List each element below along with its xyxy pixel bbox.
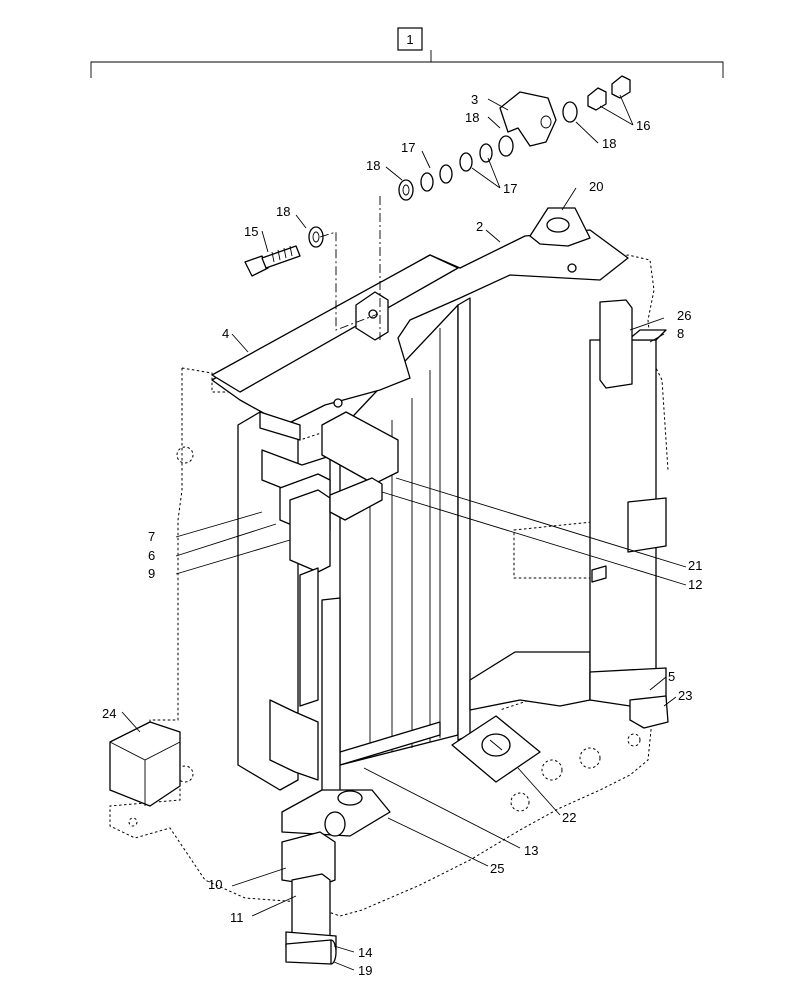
callout-9: 9 <box>148 566 155 581</box>
seal-19 <box>285 939 332 965</box>
assembly-label: 1 <box>406 32 413 47</box>
seal-right-mid <box>627 497 667 553</box>
callout-3: 3 <box>471 92 478 107</box>
clip-3 <box>499 91 557 147</box>
seal-21 <box>321 411 399 485</box>
callout-10: 10 <box>208 877 222 892</box>
callout-11: 11 <box>230 910 244 925</box>
latch-22-slot <box>489 739 503 751</box>
callout-25: 25 <box>490 861 504 876</box>
right-seal-stack <box>589 299 669 729</box>
top-bar-2 <box>211 207 629 426</box>
latch-25-cap <box>337 790 363 806</box>
radiator-fins <box>369 328 441 758</box>
callout-14: 14 <box>358 945 372 960</box>
callout-16: 16 <box>636 118 650 133</box>
washer-18-c <box>498 135 514 157</box>
callout-8: 8 <box>677 326 684 341</box>
washer-17-c <box>459 152 473 172</box>
callout-24: 24 <box>102 706 116 721</box>
callout-18-c: 18 <box>366 158 380 173</box>
seal-23 <box>629 695 669 729</box>
leader-lines <box>121 94 687 971</box>
top-bar-hole-2 <box>333 398 343 408</box>
top-bar-hole-1 <box>567 263 577 273</box>
latch-22 <box>451 715 541 783</box>
callout-18-a: 18 <box>465 110 479 125</box>
block-24-edges <box>109 741 181 806</box>
callout-5: 5 <box>668 669 675 684</box>
callout-17-b: 17 <box>503 181 517 196</box>
bracket-4-hole <box>368 309 378 319</box>
washer-18-b <box>398 179 414 201</box>
callout-6: 6 <box>148 548 155 563</box>
callout-4: 4 <box>222 326 229 341</box>
lower-shroud <box>469 651 591 711</box>
washer-18-d <box>562 101 578 123</box>
nut-16-b <box>611 75 631 99</box>
bracket-4-top <box>211 254 459 393</box>
nut-16-a <box>587 87 607 111</box>
seal-right-8-top <box>627 329 667 341</box>
callout-18-b: 18 <box>602 136 616 151</box>
callout-23: 23 <box>678 688 692 703</box>
bolt-15-thread <box>271 245 293 263</box>
callout-labels: 3 18 16 18 17 18 17 20 18 2 15 26 4 8 7 … <box>102 92 702 978</box>
assembly-label-box <box>397 27 423 51</box>
chassis-hole-4 <box>627 733 641 747</box>
washer-18-a-hole <box>312 231 320 243</box>
chassis-hole-2 <box>541 759 563 781</box>
seal-left-bottom <box>269 699 319 781</box>
callout-7: 7 <box>148 529 155 544</box>
callout-18-d: 18 <box>276 204 290 219</box>
assembly-bracket: 1 <box>90 27 724 78</box>
callout-12: 12 <box>688 577 702 592</box>
chassis-bolt-top <box>176 446 194 464</box>
callout-22: 22 <box>562 810 576 825</box>
seal-left-7-top <box>259 411 301 441</box>
chassis-hole-3 <box>579 747 601 769</box>
callout-20: 20 <box>589 179 603 194</box>
seal-11 <box>291 873 331 941</box>
callout-17-a: 17 <box>401 140 415 155</box>
latch-25-roller <box>324 811 346 837</box>
callout-15: 15 <box>244 224 258 239</box>
callout-21: 21 <box>688 558 702 573</box>
axis-left <box>319 231 379 331</box>
top-bar-body <box>211 229 629 426</box>
seal-26 <box>599 299 633 389</box>
washer-17-d <box>479 143 493 163</box>
washer-18-a <box>308 226 324 248</box>
seal-9-inner <box>289 489 331 573</box>
chassis-hole-1 <box>510 792 530 812</box>
assembly-brace <box>90 50 724 78</box>
seal-10 <box>281 831 336 887</box>
bottom-seal-stack <box>281 831 337 965</box>
washer-18-b-hole <box>402 184 410 196</box>
seal-12 <box>329 477 383 521</box>
seal-left-strip <box>299 567 319 707</box>
callout-26: 26 <box>677 308 691 323</box>
chassis-bolt-bottom <box>176 765 194 783</box>
radiator-core <box>339 297 471 766</box>
bolt-15-head <box>244 255 269 277</box>
strip-13 <box>321 597 341 811</box>
chassis-hole-5 <box>128 817 138 827</box>
fasteners <box>244 75 631 340</box>
callout-19: 19 <box>358 963 372 978</box>
seal-right-notch <box>591 565 607 583</box>
bolt-15-shank <box>261 245 301 269</box>
clip-3-hole <box>540 115 552 129</box>
left-seal-stack <box>237 411 331 791</box>
washer-17-a <box>420 172 434 192</box>
washer-17-b <box>439 164 453 184</box>
ear-cap <box>546 217 570 233</box>
callout-13: 13 <box>524 843 538 858</box>
callout-2: 2 <box>476 219 483 234</box>
radiator-side <box>457 297 471 741</box>
latch-25 <box>281 789 391 837</box>
